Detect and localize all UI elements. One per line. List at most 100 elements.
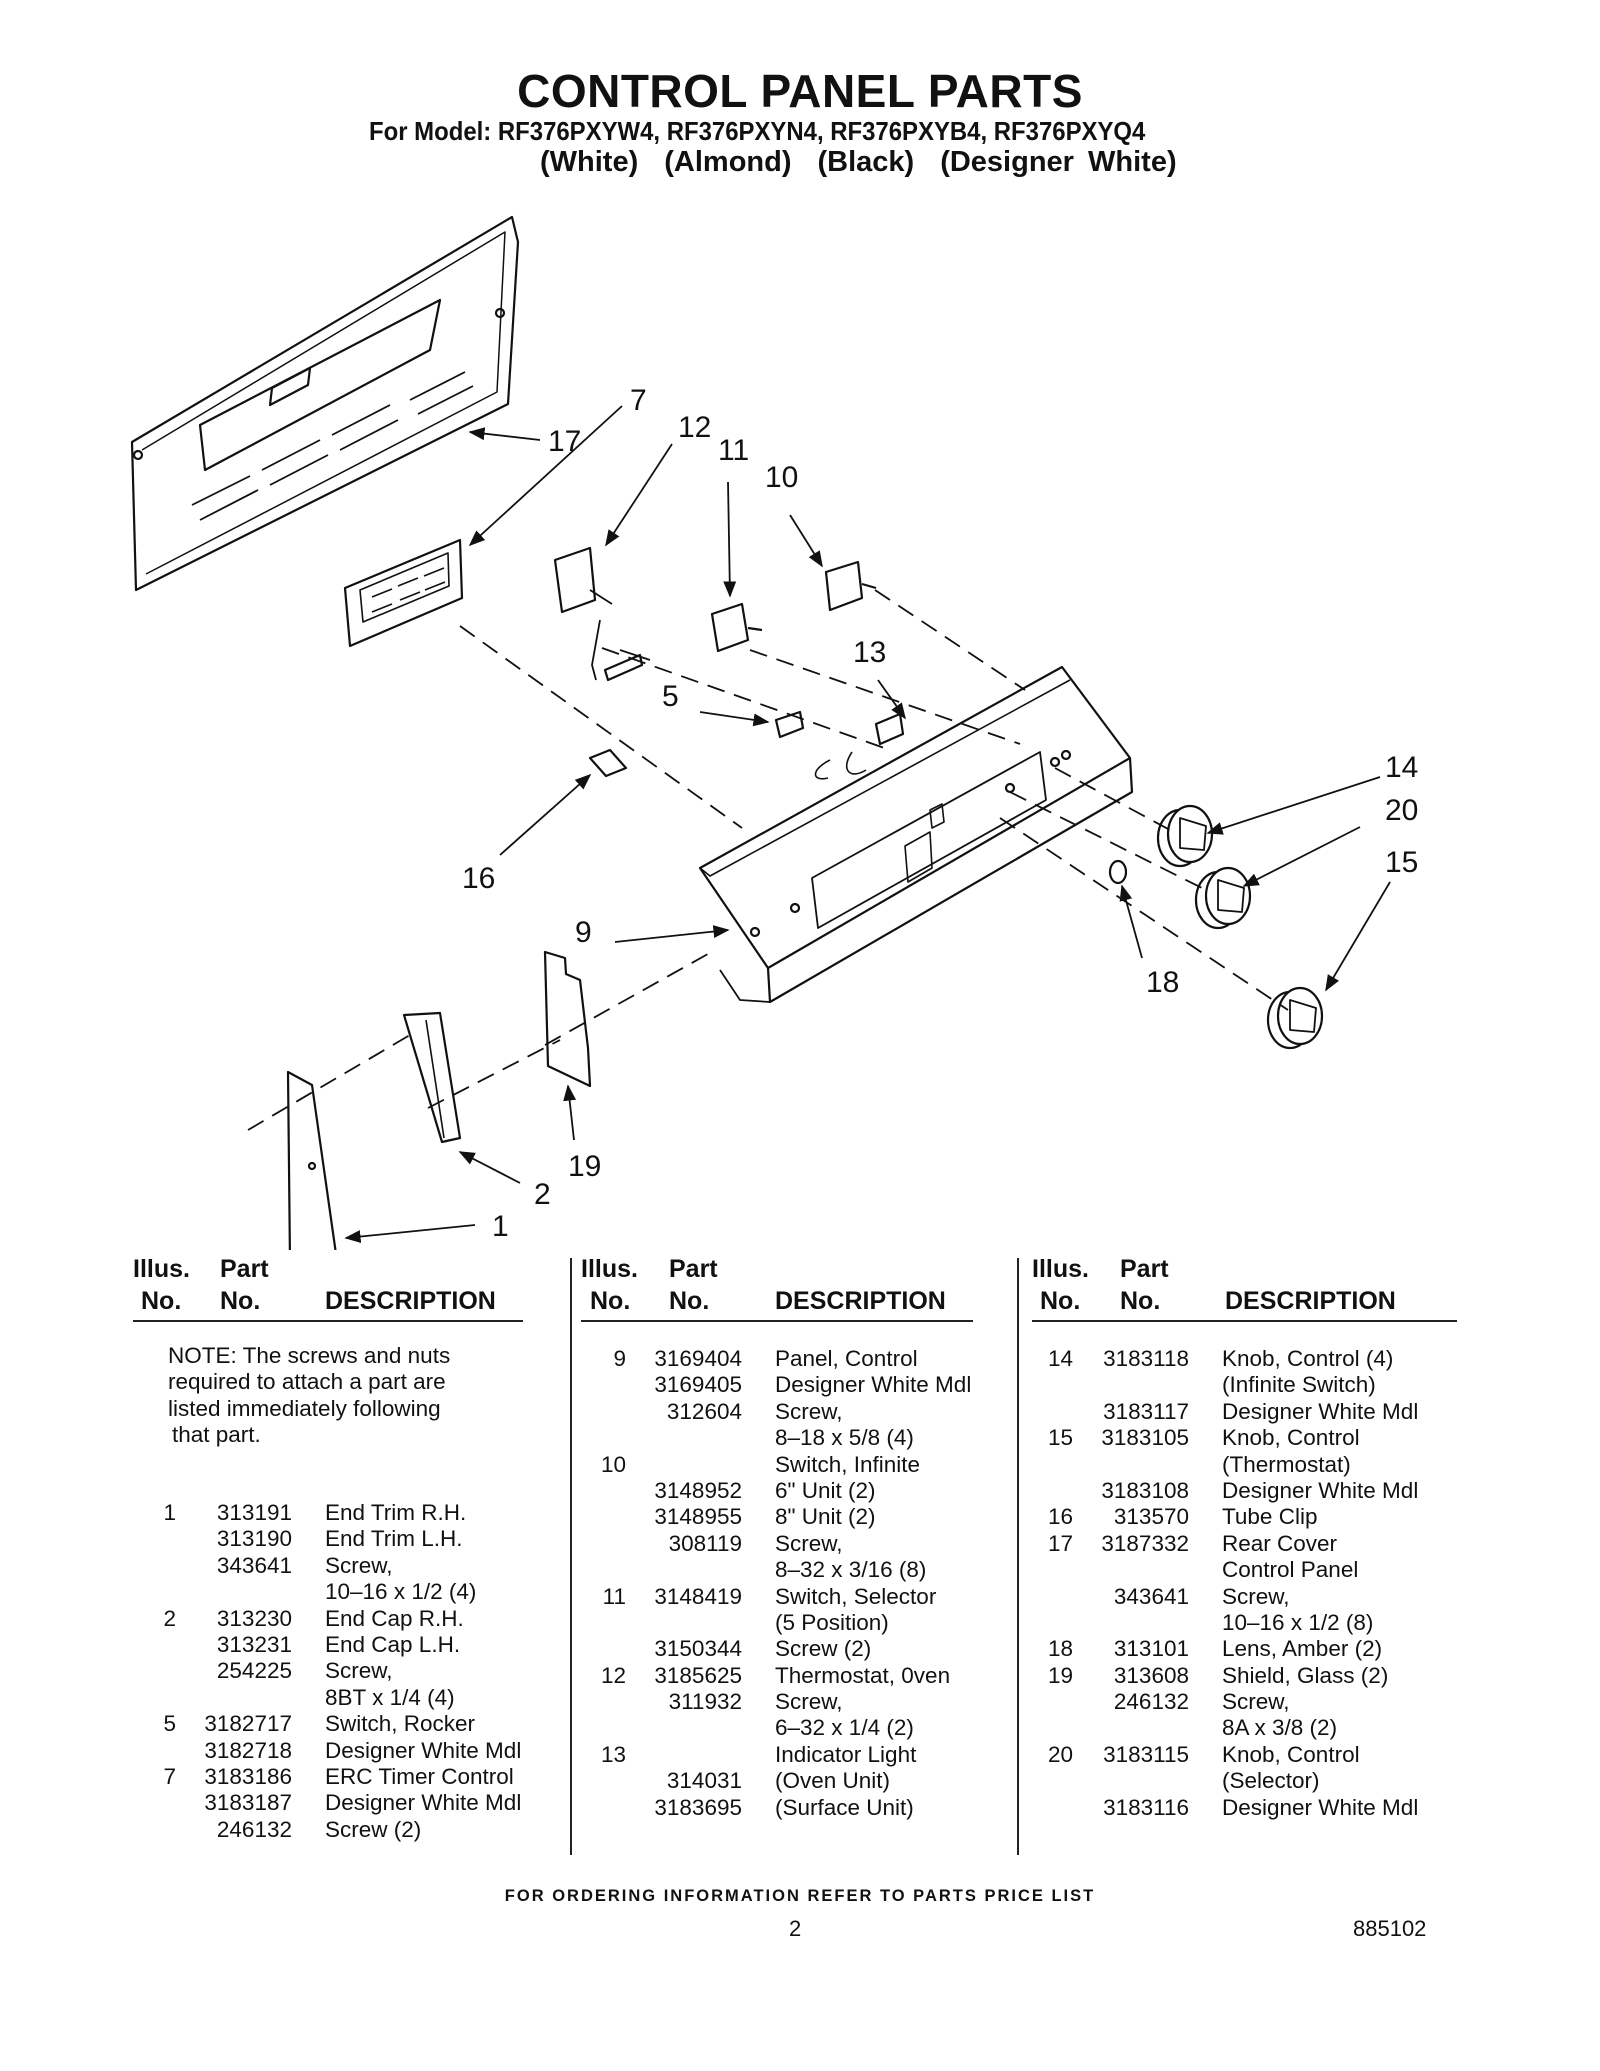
part-number: 3187332 bbox=[1101, 1530, 1189, 1556]
part-number: 3185625 bbox=[654, 1662, 742, 1688]
part-number: 3169404 bbox=[654, 1346, 742, 1371]
part-description: Screw, bbox=[775, 1530, 843, 1556]
part-number: 312604 bbox=[666, 1398, 742, 1424]
part-number: 343641 bbox=[1113, 1583, 1189, 1609]
callout-5: 5 bbox=[662, 680, 679, 713]
illus-number: 7 bbox=[163, 1763, 176, 1789]
document-number: 885102 bbox=[1353, 1916, 1427, 1941]
rear-cover-part bbox=[130, 215, 520, 592]
part-number: 313231 bbox=[216, 1631, 292, 1657]
header-rule bbox=[1032, 1320, 1457, 1322]
illus-number: 20 bbox=[1047, 1741, 1073, 1767]
part-description: 8" Unit (2) bbox=[775, 1504, 876, 1530]
part-description: 6" Unit (2) bbox=[775, 1477, 876, 1503]
part-number: 313230 bbox=[216, 1605, 292, 1631]
illus-number: 10 bbox=[600, 1451, 626, 1477]
illus-number: 12 bbox=[600, 1662, 626, 1688]
part-description: (5 Position) bbox=[775, 1609, 889, 1635]
part-number: 3150344 bbox=[654, 1636, 742, 1662]
part-description: Indicator Light bbox=[775, 1741, 917, 1767]
part-description: Knob, Control (4) bbox=[1222, 1346, 1394, 1371]
part-description: Tube Clip bbox=[1222, 1504, 1318, 1530]
header-part-no: No. bbox=[669, 1287, 710, 1315]
part-description: Screw, bbox=[775, 1398, 843, 1424]
part-description: Designer White Mdl bbox=[1222, 1794, 1419, 1820]
ordering-footer: FOR ORDERING INFORMATION REFER TO PARTS … bbox=[504, 1887, 1096, 1905]
part-description: Screw, bbox=[325, 1552, 393, 1578]
header-description: DESCRIPTION bbox=[775, 1287, 946, 1315]
header-part: Part bbox=[220, 1255, 269, 1283]
part-description: Switch, Rocker bbox=[325, 1711, 476, 1737]
illus-number: 11 bbox=[602, 1583, 626, 1609]
amber-lens-part bbox=[1108, 859, 1128, 885]
header-part-no: No. bbox=[220, 1287, 261, 1315]
illus-number: 18 bbox=[1047, 1636, 1073, 1662]
part-description: 10–16 x 1/2 (8) bbox=[1222, 1609, 1374, 1635]
part-description: Designer White Mdl bbox=[1222, 1477, 1419, 1503]
page-number: 2 bbox=[789, 1916, 802, 1941]
part-description: (Infinite Switch) bbox=[1222, 1372, 1376, 1398]
infinite-switch-part bbox=[824, 560, 877, 612]
illus-number: 16 bbox=[1047, 1504, 1073, 1530]
part-description: Designer White Mdl bbox=[325, 1790, 522, 1816]
part-description: 10–16 x 1/2 (4) bbox=[325, 1579, 477, 1605]
part-number: 3183695 bbox=[654, 1794, 742, 1820]
part-description: Switch, Infinite bbox=[775, 1451, 921, 1477]
header-rule bbox=[133, 1320, 523, 1322]
part-description: Screw (2) bbox=[775, 1636, 872, 1662]
illus-number: 14 bbox=[1047, 1346, 1073, 1371]
part-number: 246132 bbox=[1113, 1689, 1189, 1715]
part-number: 254225 bbox=[216, 1658, 292, 1684]
part-number: 3183116 bbox=[1103, 1794, 1189, 1820]
illus-number: 19 bbox=[1047, 1662, 1073, 1688]
part-description: Knob, Control bbox=[1222, 1425, 1360, 1451]
tube-clip-part bbox=[588, 748, 628, 778]
part-number: 3183108 bbox=[1101, 1477, 1189, 1503]
part-description: Screw, bbox=[775, 1689, 843, 1715]
illus-number: 2 bbox=[163, 1605, 176, 1631]
part-number: 311932 bbox=[668, 1689, 742, 1715]
knob-14-part bbox=[1156, 804, 1214, 868]
color-black: (Black) bbox=[817, 146, 915, 178]
end-trim-part bbox=[286, 1070, 337, 1250]
callout-18: 18 bbox=[1146, 966, 1179, 999]
header-description: DESCRIPTION bbox=[325, 1287, 496, 1315]
part-description: Knob, Control bbox=[1222, 1741, 1360, 1767]
control-panel-part bbox=[698, 665, 1134, 1004]
knob-15-part bbox=[1266, 986, 1324, 1050]
callout-19: 19 bbox=[568, 1150, 601, 1183]
part-description: 8–18 x 5/8 (4) bbox=[775, 1425, 914, 1451]
part-number: 313570 bbox=[1113, 1504, 1189, 1530]
illus-number: 17 bbox=[1047, 1530, 1073, 1556]
callout-20: 20 bbox=[1385, 794, 1418, 827]
part-number: 313190 bbox=[216, 1526, 292, 1552]
part-number: 3148955 bbox=[654, 1504, 742, 1530]
thermostat-part bbox=[553, 546, 651, 682]
callout-13: 13 bbox=[853, 636, 886, 669]
part-description: Screw, bbox=[325, 1658, 393, 1684]
callout-17: 17 bbox=[548, 425, 581, 458]
part-number: 3183187 bbox=[204, 1790, 292, 1816]
header-illus-no: No. bbox=[590, 1287, 631, 1315]
header-illus: Illus. bbox=[133, 1255, 190, 1283]
part-description: ERC Timer Control bbox=[325, 1763, 514, 1789]
part-number: 3148419 bbox=[654, 1583, 742, 1609]
callout-10: 10 bbox=[765, 461, 798, 494]
part-description: Rear Cover bbox=[1222, 1530, 1338, 1556]
part-description: Designer White Mdl bbox=[775, 1372, 972, 1398]
part-description: End Trim L.H. bbox=[325, 1526, 463, 1552]
color-white: (White) bbox=[540, 146, 639, 178]
header-illus: Illus. bbox=[1032, 1255, 1089, 1283]
header-rule bbox=[581, 1320, 973, 1322]
part-number: 246132 bbox=[216, 1816, 292, 1842]
part-description: Screw (2) bbox=[325, 1816, 422, 1842]
part-number: 3182718 bbox=[204, 1737, 292, 1763]
model-list: For Model: RF376PXYW4, RF376PXYN4, RF376… bbox=[369, 116, 1146, 146]
part-number: 3183186 bbox=[204, 1763, 292, 1789]
part-number: 3183105 bbox=[1101, 1425, 1189, 1451]
end-cap-part bbox=[402, 1011, 462, 1144]
part-description: Designer White Mdl bbox=[1222, 1398, 1419, 1424]
part-description: End Trim R.H. bbox=[325, 1500, 467, 1525]
part-number: 313608 bbox=[1113, 1662, 1189, 1688]
